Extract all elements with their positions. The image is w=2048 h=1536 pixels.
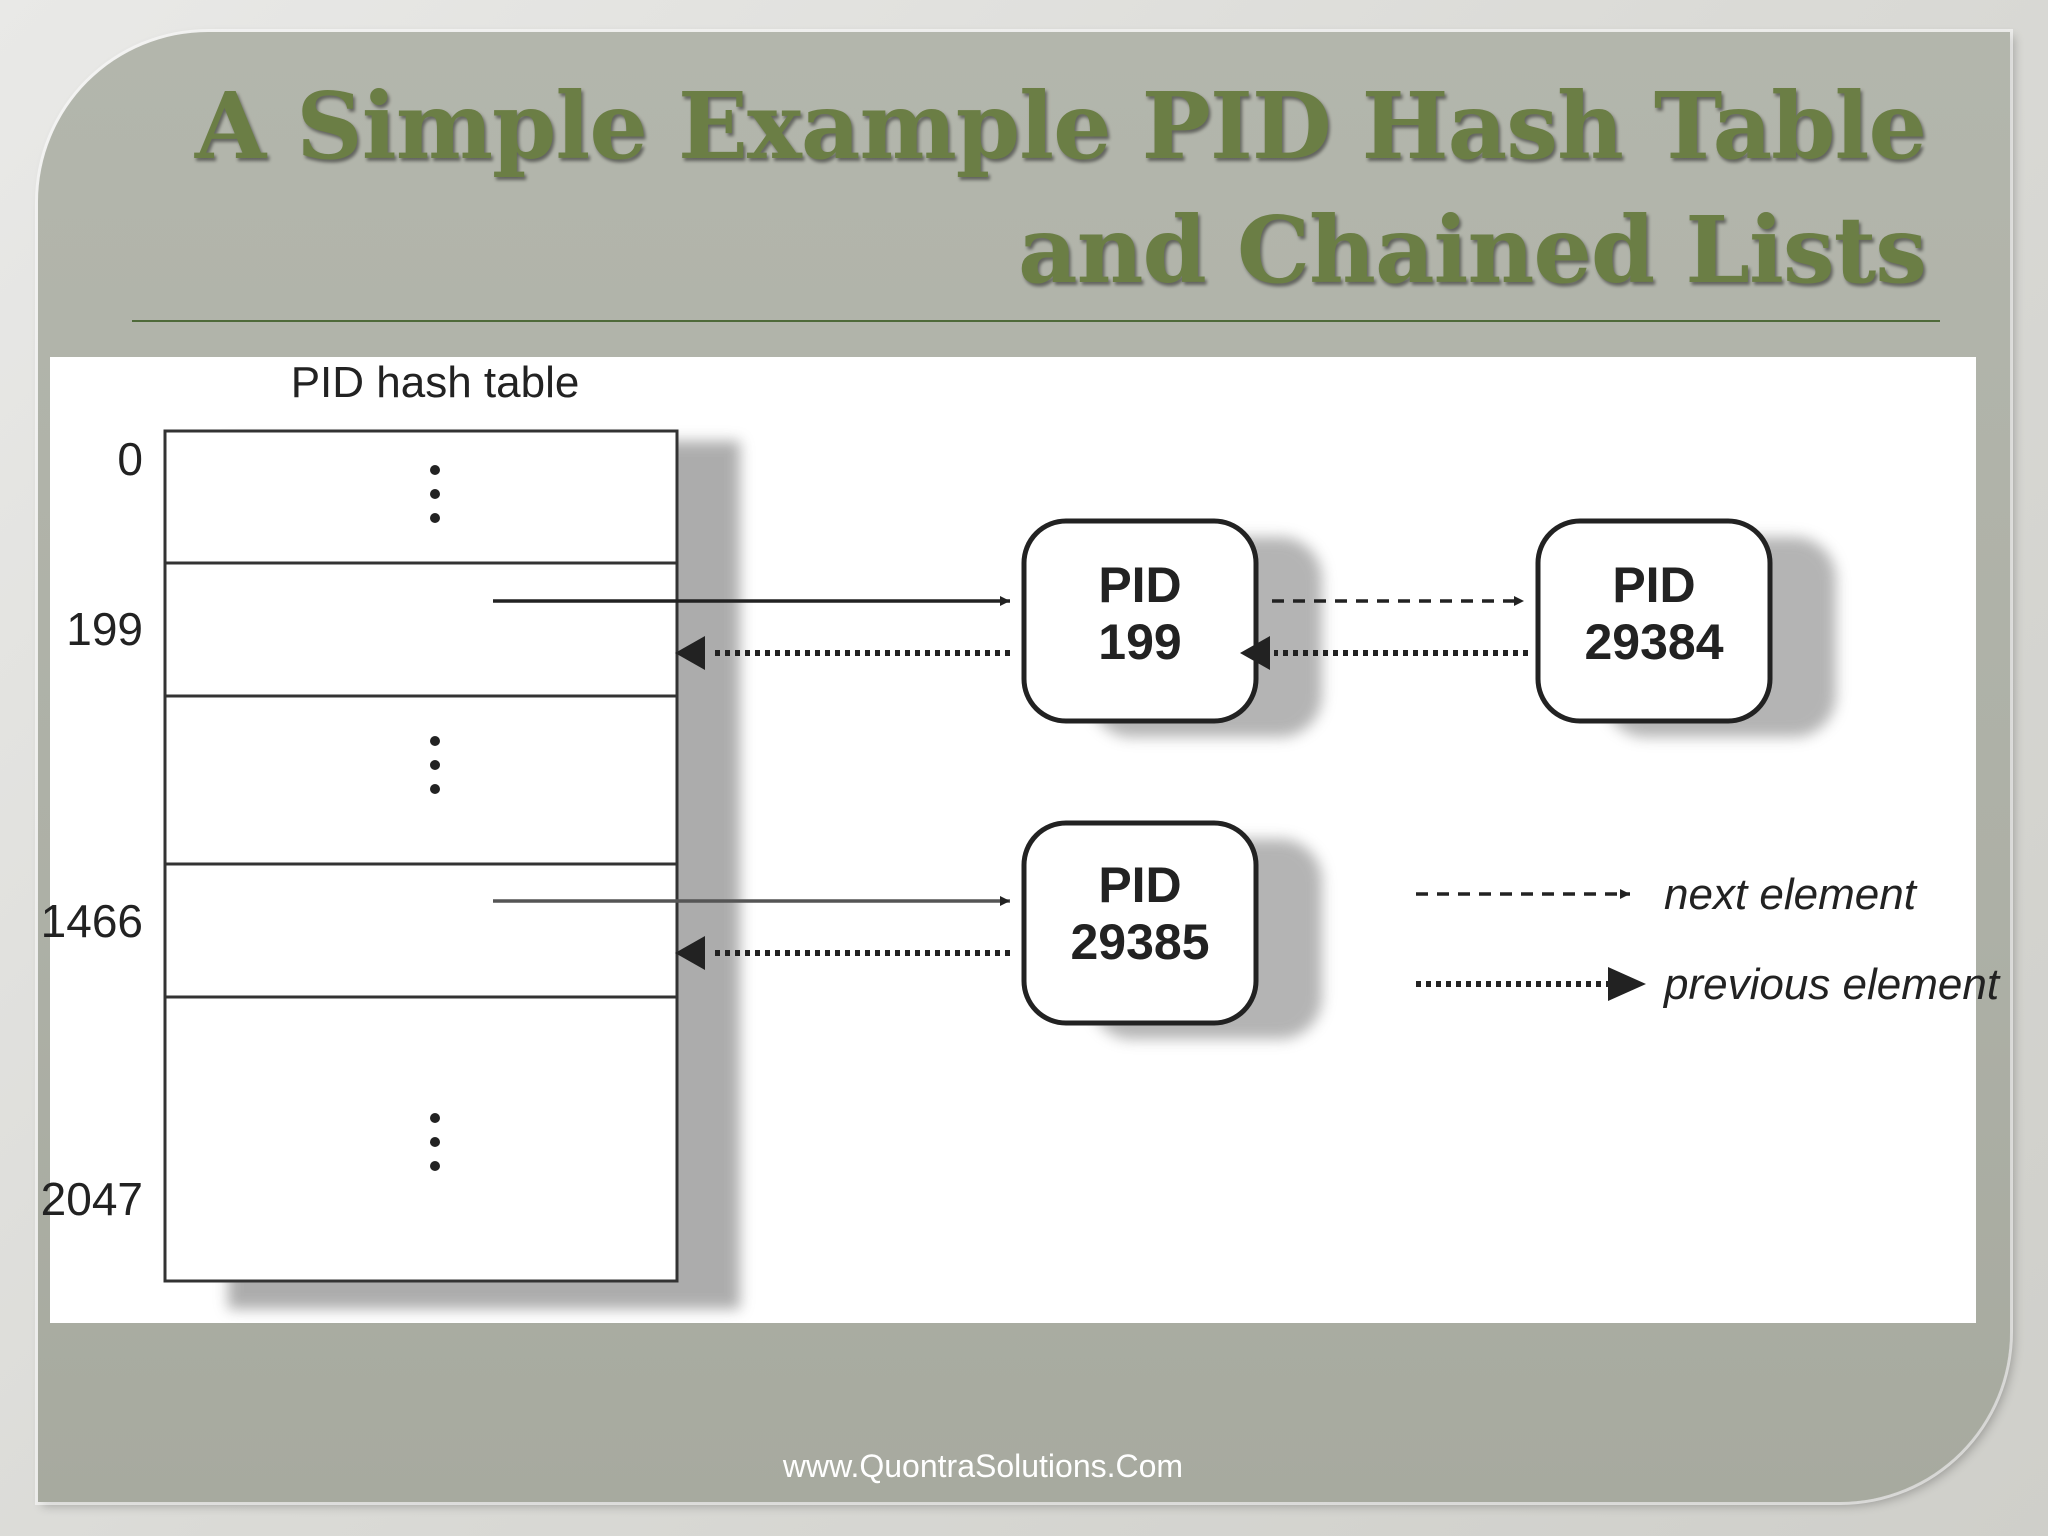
node-value: 29385 [1070, 914, 1209, 970]
previous-arrow [1240, 636, 1528, 670]
ellipsis-dots [430, 736, 440, 794]
node-value: 29384 [1584, 614, 1723, 670]
slide-title: A Simple Example PID Hash Table and Chai… [26, 64, 1927, 312]
pid-node-29385: PID 29385 [1021, 820, 1259, 1026]
title-line-1: A Simple Example PID Hash Table [194, 72, 1927, 180]
node-label: PID [1098, 857, 1181, 913]
previous-arrow [675, 636, 1010, 670]
footer-url: www.QuontraSolutions.Com [782, 1448, 1184, 1484]
row-index-2047: 2047 [41, 1173, 143, 1225]
legend-previous-label: previous element [1662, 960, 2001, 1009]
diagram-panel: PID hash table 0 199 1466 2047 PID [41, 357, 2001, 1323]
title-line-2: and Chained Lists [1017, 196, 1927, 304]
ellipsis-dots [430, 465, 440, 523]
row-index-0: 0 [117, 433, 143, 485]
previous-arrow [675, 936, 1010, 970]
node-label: PID [1098, 557, 1181, 613]
legend: next element previous element [1416, 870, 2001, 1009]
pid-node-199: PID 199 [1021, 518, 1259, 724]
table-label: PID hash table [291, 358, 580, 407]
row-index-1466: 1466 [41, 895, 143, 947]
title-divider [132, 320, 1940, 322]
ellipsis-dots [430, 1113, 440, 1171]
pid-node-29384: PID 29384 [1535, 518, 1773, 724]
node-label: PID [1612, 557, 1695, 613]
hash-table-diagram: PID hash table 0 199 1466 2047 PID [41, 358, 2001, 1309]
legend-next-label: next element [1664, 870, 1918, 919]
hash-table [163, 429, 679, 1283]
row-index-199: 199 [66, 603, 143, 655]
node-value: 199 [1098, 614, 1181, 670]
legend-previous-arrowhead [1608, 967, 1646, 1001]
